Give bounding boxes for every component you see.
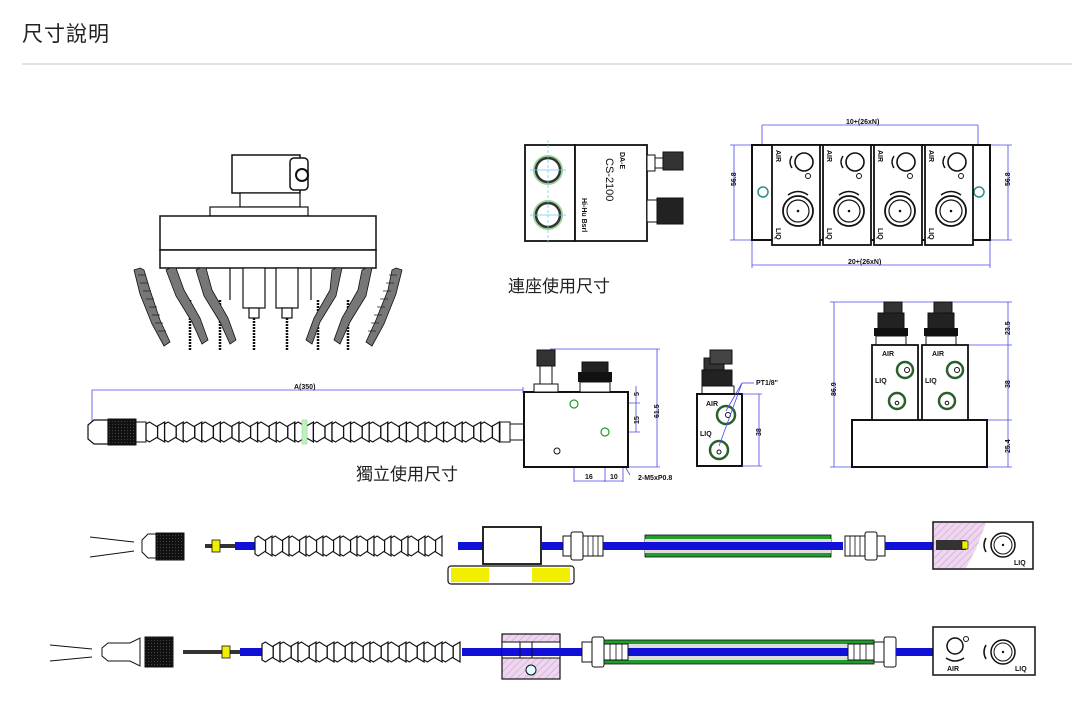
hose-segment (261, 640, 281, 664)
hose-segment (254, 534, 273, 558)
hose-segment (368, 420, 389, 444)
hose-segment (339, 534, 358, 558)
hose-segment (182, 420, 203, 444)
page-title: 尺寸說明 (22, 22, 110, 46)
hose-segment (305, 534, 324, 558)
dim-standalone-height: 61.5 (654, 404, 661, 418)
standalone-view: A(350) 61.5 5 15 16 10 2-M5xP0.8 (87, 348, 672, 482)
cs2100-unit: DA-E CS-2100 Hi-Hu Bsrl (524, 140, 684, 245)
side-view: AIR LIQ PT1/8" 38 (696, 349, 778, 467)
thread-note: 2-M5xP0.8 (638, 475, 672, 482)
dim-vertical-2: 15 (634, 416, 641, 424)
dim-top-height: 23.5 (1005, 321, 1012, 335)
multi-nozzle-head (133, 154, 403, 350)
hose-segment (369, 640, 389, 664)
hose-segment (322, 534, 341, 558)
hose-segment (201, 420, 222, 444)
manifold-usage-caption: 連座使用尺寸 (508, 276, 610, 297)
manifold-unit: AIR LIQ (822, 144, 872, 246)
dim-hose-length: A(350) (294, 384, 315, 391)
side-air-label: AIR (706, 401, 718, 408)
manifold-unit: AIR LIQ (771, 144, 821, 246)
air-label: AIR (882, 351, 894, 358)
air-label: AIR (932, 351, 944, 358)
side-thread-note: PT1/8" (756, 380, 778, 387)
dim-horizontal-2: 10 (610, 474, 618, 481)
manifold-top-view: 10+(26xN) 20+(26xN) 56.8 56.8 AIR LIQ AIR L… (730, 119, 1012, 268)
title-divider (22, 63, 1072, 65)
hose-segment (333, 640, 353, 664)
front-unit: AIR LIQ (871, 301, 919, 421)
hose-segment (312, 420, 333, 444)
hose-segment (145, 420, 166, 444)
standalone-usage-caption: 獨立使用尺寸 (356, 464, 458, 485)
hose-segment (405, 640, 425, 664)
air-label: AIR (774, 150, 781, 162)
row2-air-label: AIR (947, 666, 959, 673)
hose-segment (461, 420, 482, 444)
hose-segment (331, 420, 352, 444)
liq-label: LIQ (774, 228, 781, 240)
hose-segment (390, 534, 409, 558)
hose-segment (297, 640, 317, 664)
liq-label: LIQ (825, 228, 832, 240)
hose-segment (288, 534, 307, 558)
hose-segment (405, 420, 426, 444)
liq-label: LIQ (927, 228, 934, 240)
hose-segment (315, 640, 335, 664)
liq-label: LIQ (876, 228, 883, 240)
dim-horizontal-1: 16 (585, 474, 593, 481)
hose-segment (256, 420, 277, 444)
dim-base-height: 25.4 (1005, 439, 1012, 453)
air-label: AIR (825, 150, 832, 162)
model-label: CS-2100 (603, 158, 615, 201)
hose-segment (442, 420, 463, 444)
assembly-row-2: AIR LIQ (49, 626, 1036, 680)
hose-segment (424, 420, 445, 444)
side-label: Hi-Hu Bsrl (580, 198, 587, 232)
air-label: AIR (927, 150, 934, 162)
hose-segment (373, 534, 392, 558)
dim-right-height: 56.8 (1005, 172, 1012, 186)
hose-segment (387, 640, 407, 664)
hose-segment (441, 640, 461, 664)
hose-segment (356, 534, 375, 558)
hose-segment (163, 420, 184, 444)
dim-total-height: 86.9 (831, 382, 838, 396)
liq-label: LIQ (875, 378, 887, 385)
hose-segment (423, 640, 443, 664)
hose-segment (480, 420, 501, 444)
dim-bottom-width: 20+(26xN) (848, 259, 881, 266)
hose-segment (219, 420, 240, 444)
row1-liq-label: LIQ (1014, 560, 1026, 567)
brand-label: DA-E (618, 152, 625, 169)
dim-top-width: 10+(26xN) (846, 119, 879, 126)
manifold-front-view: 86.9 23.5 38 25.4 AIR LIQ AIR LIQ (830, 301, 1012, 468)
manifold-unit: AIR LIQ (924, 144, 974, 246)
hose-segment (275, 420, 296, 444)
hose-segment (279, 640, 299, 664)
hose-segment (271, 534, 290, 558)
assembly-row-1: LIQ (89, 521, 1034, 585)
hose-segment (424, 534, 443, 558)
hose-segment (349, 420, 370, 444)
manifold-unit: AIR LIQ (873, 144, 923, 246)
liq-label: LIQ (925, 378, 937, 385)
dim-mid-height: 38 (1005, 380, 1012, 388)
dim-vertical-1: 5 (634, 392, 641, 396)
side-liq-label: LIQ (700, 431, 712, 438)
dim-left-height: 56.8 (731, 172, 738, 186)
hose-segment (387, 420, 408, 444)
row2-liq-label: LIQ (1015, 666, 1027, 673)
air-label: AIR (876, 150, 883, 162)
hose-segment (351, 640, 371, 664)
hose-segment (407, 534, 426, 558)
side-dim-height: 38 (756, 428, 763, 436)
front-unit: AIR LIQ (921, 301, 969, 421)
hose-segment (238, 420, 259, 444)
